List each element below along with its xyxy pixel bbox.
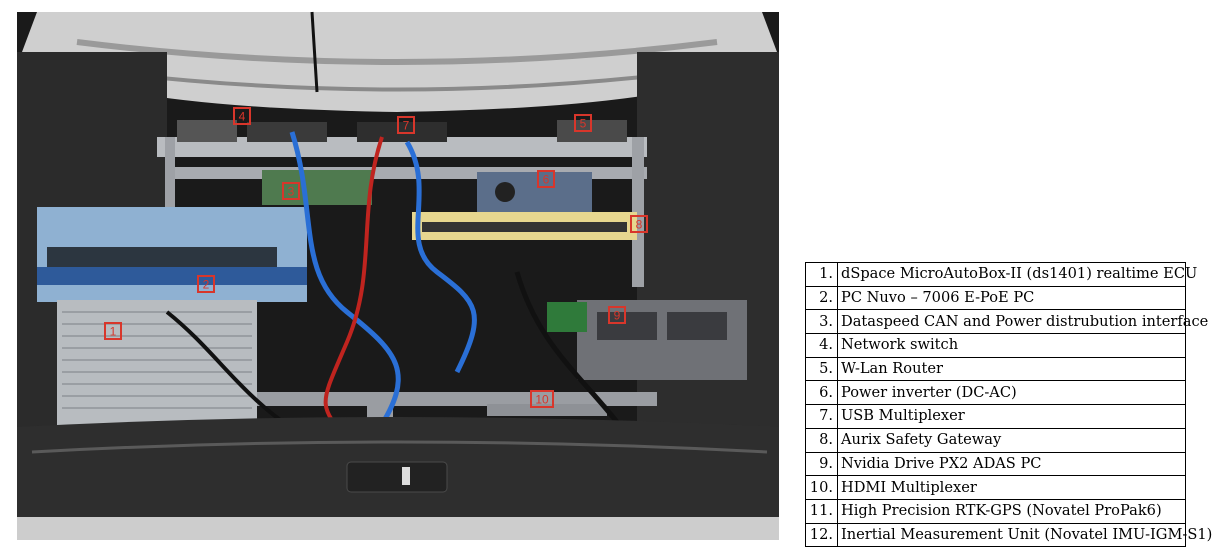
legend-row: 4.Network switch	[805, 333, 1186, 358]
legend-row: 11.High Precision RTK-GPS (Novatel ProPa…	[805, 498, 1186, 524]
marker-1: 1	[104, 322, 122, 340]
trunk-photo: 4 3 7 5 6 8 2 1 9 10	[17, 11, 779, 540]
legend-number: 4.	[805, 333, 838, 358]
legend-text: dSpace MicroAutoBox-II (ds1401) realtime…	[837, 262, 1197, 287]
legend-number: 9.	[805, 451, 838, 477]
marker-9-label: 9	[614, 309, 621, 323]
marker-10-label: 10	[535, 393, 549, 407]
legend-row: 1.dSpace MicroAutoBox-II (ds1401) realti…	[805, 262, 1197, 287]
marker-4-label: 4	[239, 110, 246, 124]
legend-number: 10.	[805, 475, 838, 500]
legend-text: USB Multiplexer	[837, 404, 1186, 429]
marker-6: 6	[537, 170, 555, 188]
marker-9: 9	[608, 306, 626, 324]
legend-number: 6.	[805, 380, 838, 406]
trunk-photo-illustration	[17, 11, 779, 540]
legend-text: High Precision RTK-GPS (Novatel ProPak6)	[837, 498, 1186, 524]
legend-text: PC Nuvo – 7006 E-PoE PC	[837, 285, 1186, 311]
legend-text: Aurix Safety Gateway	[837, 427, 1186, 453]
legend-text: Nvidia Drive PX2 ADAS PC	[837, 451, 1186, 477]
legend-row: 8.Aurix Safety Gateway	[805, 427, 1186, 453]
legend-row: 10.HDMI Multiplexer	[805, 475, 1186, 500]
legend-text: Dataspeed CAN and Power distrubution int…	[837, 309, 1208, 335]
marker-1-label: 1	[110, 325, 117, 339]
marker-4: 4	[233, 107, 251, 125]
legend-row: 9.Nvidia Drive PX2 ADAS PC	[805, 451, 1186, 477]
legend-number: 1.	[805, 262, 838, 287]
legend-row: 7.USB Multiplexer	[805, 404, 1186, 429]
legend-row: 12.Inertial Measurement Unit (Novatel IM…	[805, 522, 1212, 548]
legend-number: 8.	[805, 427, 838, 453]
marker-3: 3	[282, 182, 300, 200]
legend-row: 5.W-Lan Router	[805, 356, 1186, 382]
legend-number: 11.	[805, 498, 838, 524]
marker-2-label: 2	[203, 278, 210, 292]
legend-number: 5.	[805, 356, 838, 382]
legend-row: 2.PC Nuvo – 7006 E-PoE PC	[805, 285, 1186, 311]
marker-7: 7	[397, 116, 415, 134]
legend-text: Network switch	[837, 333, 1186, 358]
legend-row: 6.Power inverter (DC-AC)	[805, 380, 1186, 406]
marker-3-label: 3	[288, 185, 295, 199]
legend-number: 12.	[805, 522, 838, 548]
legend-text: Inertial Measurement Unit (Novatel IMU-I…	[837, 522, 1212, 548]
marker-5-label: 5	[580, 117, 587, 131]
marker-6-label: 6	[543, 173, 550, 187]
legend-row: 3.Dataspeed CAN and Power distrubution i…	[805, 309, 1208, 335]
legend-number: 2.	[805, 285, 838, 311]
marker-2: 2	[197, 275, 215, 293]
marker-7-label: 7	[403, 119, 410, 133]
legend-text: HDMI Multiplexer	[837, 475, 1186, 500]
marker-5: 5	[574, 114, 592, 132]
legend-text: W-Lan Router	[837, 356, 1186, 382]
component-legend-table: 1.dSpace MicroAutoBox-II (ds1401) realti…	[805, 262, 1212, 548]
marker-8: 8	[630, 215, 648, 233]
legend-text: Power inverter (DC-AC)	[837, 380, 1186, 406]
legend-number: 3.	[805, 309, 838, 335]
marker-10: 10	[530, 390, 554, 408]
marker-8-label: 8	[636, 218, 643, 232]
legend-number: 7.	[805, 404, 838, 429]
